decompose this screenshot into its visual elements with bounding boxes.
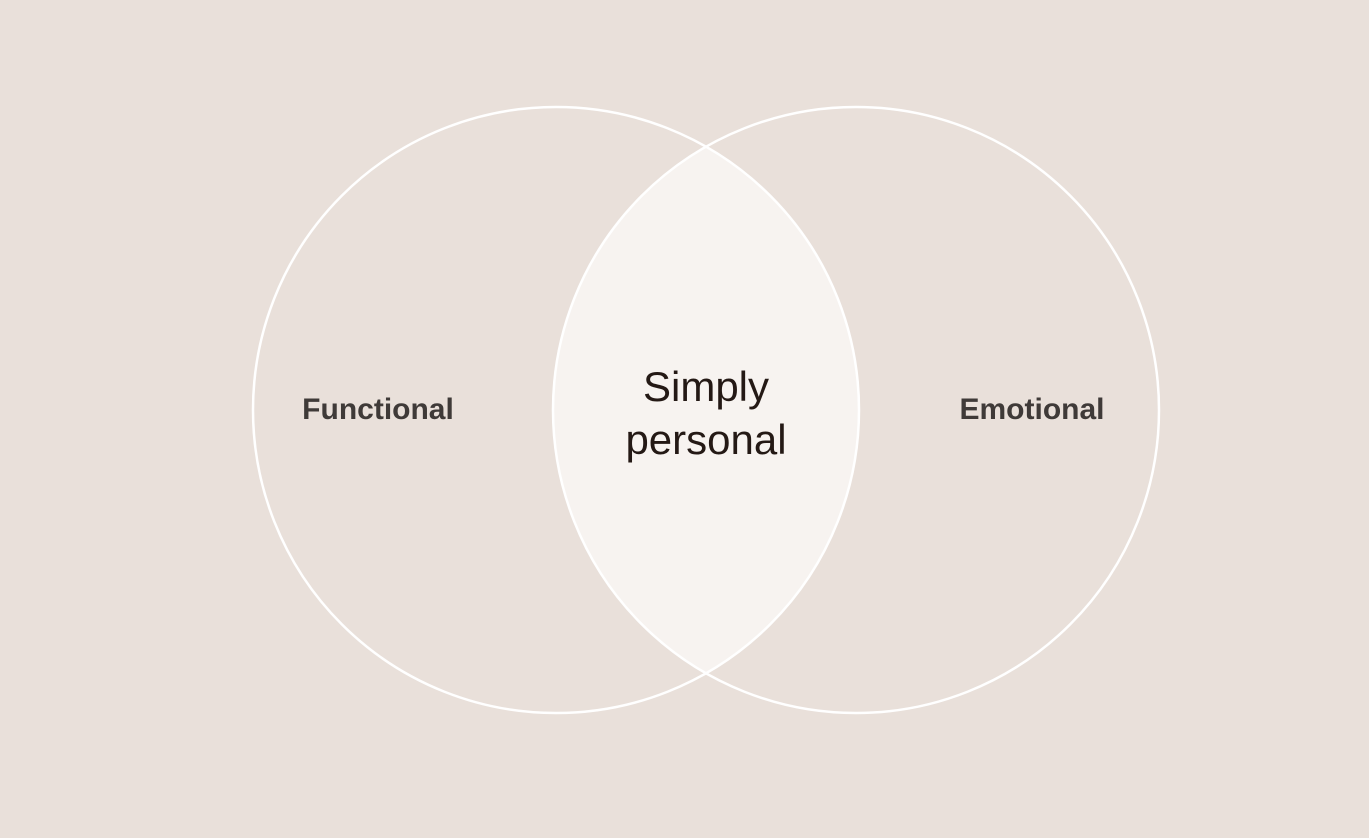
intersection-label-line1: Simply [642,363,770,410]
left-set-label: Functional [302,393,454,426]
intersection-label: Simply personal [580,360,832,466]
right-set-label: Emotional [959,393,1105,426]
right-circle [551,105,1161,715]
intersection-label-line2: personal [625,416,787,463]
left-circle [251,105,861,715]
intersection-region [553,107,859,713]
